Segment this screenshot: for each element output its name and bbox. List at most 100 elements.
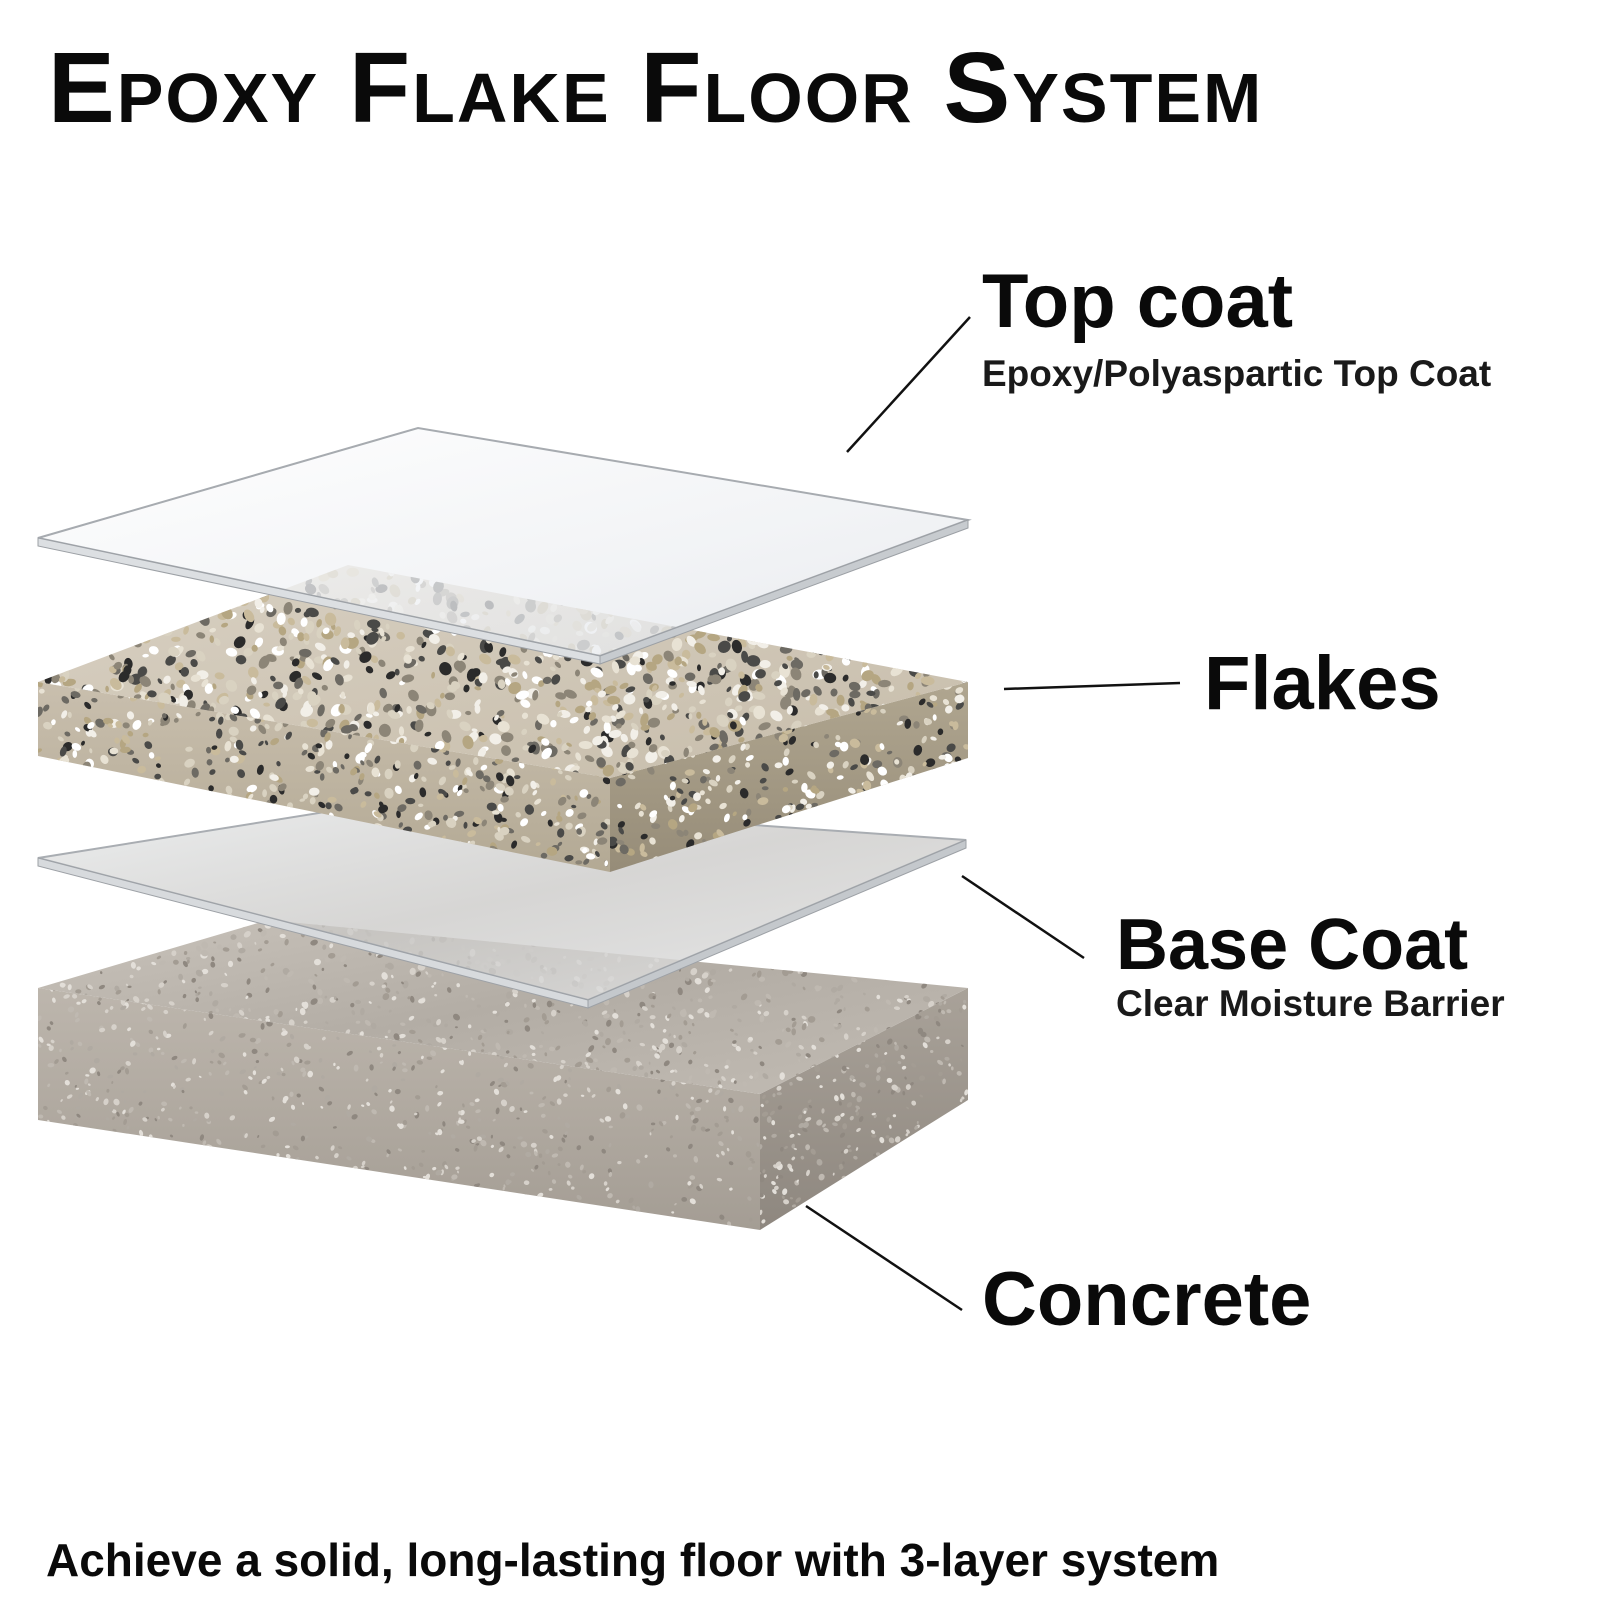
texture-speckle — [161, 1198, 166, 1203]
texture-speckle — [728, 968, 733, 972]
texture-speckle — [938, 1187, 943, 1192]
texture-speckle — [198, 930, 205, 936]
texture-speckle — [689, 725, 696, 734]
texture-speckle — [190, 658, 198, 668]
texture-speckle — [791, 1143, 795, 1149]
texture-speckle — [48, 1045, 54, 1051]
texture-speckle — [832, 1078, 837, 1083]
texture-speckle — [760, 1171, 762, 1175]
texture-speckle — [333, 1216, 338, 1222]
texture-speckle — [215, 1171, 218, 1175]
texture-speckle — [49, 604, 61, 615]
texture-speckle — [718, 1141, 724, 1147]
texture-speckle — [147, 690, 157, 698]
texture-speckle — [414, 812, 423, 821]
texture-speckle — [49, 604, 60, 617]
texture-speckle — [303, 1182, 308, 1188]
texture-speckle — [239, 1172, 245, 1176]
texture-speckle — [837, 984, 844, 992]
texture-speckle — [835, 923, 841, 929]
texture-speckle — [802, 1122, 809, 1128]
texture-speckle — [228, 1008, 232, 1012]
texture-speckle — [802, 813, 810, 819]
texture-speckle — [126, 1125, 130, 1130]
texture-speckle — [323, 659, 334, 672]
texture-speckle — [76, 1001, 81, 1005]
texture-speckle — [935, 935, 942, 944]
texture-speckle — [78, 935, 83, 940]
texture-speckle — [863, 992, 866, 996]
texture-speckle — [957, 833, 963, 838]
texture-speckle — [122, 1109, 126, 1115]
texture-speckle — [221, 622, 229, 628]
texture-speckle — [498, 1084, 502, 1087]
texture-speckle — [604, 860, 609, 867]
texture-speckle — [176, 587, 184, 594]
texture-speckle — [368, 952, 372, 956]
texture-speckle — [448, 765, 456, 770]
texture-speckle — [465, 1125, 471, 1129]
texture-speckle — [126, 588, 138, 601]
texture-speckle — [671, 637, 683, 652]
texture-speckle — [202, 803, 210, 808]
texture-speckle — [333, 995, 337, 1000]
texture-speckle — [704, 1011, 710, 1018]
texture-speckle — [944, 583, 953, 595]
texture-speckle — [411, 1181, 415, 1185]
texture-speckle — [505, 1081, 510, 1086]
texture-speckle — [842, 1223, 846, 1227]
texture-speckle — [96, 565, 107, 573]
texture-speckle — [513, 1066, 519, 1072]
texture-speckle — [379, 1053, 384, 1058]
texture-speckle — [608, 1142, 612, 1148]
texture-speckle — [364, 1019, 371, 1026]
texture-speckle — [714, 1122, 719, 1128]
texture-speckle — [424, 731, 432, 737]
texture-speckle — [790, 667, 802, 681]
texture-speckle — [265, 1015, 270, 1019]
texture-speckle — [235, 739, 244, 751]
texture-speckle — [957, 867, 964, 872]
texture-speckle — [228, 726, 239, 736]
texture-speckle — [71, 807, 79, 815]
texture-speckle — [391, 996, 397, 1001]
texture-speckle — [522, 1054, 527, 1059]
texture-speckle — [560, 1059, 566, 1064]
leader-lines — [805, 316, 1181, 1312]
texture-speckle — [413, 772, 419, 780]
texture-speckle — [683, 747, 689, 758]
texture-speckle — [192, 1166, 198, 1171]
texture-speckle — [215, 1008, 220, 1013]
texture-speckle — [674, 1203, 677, 1206]
texture-speckle — [314, 769, 321, 774]
texture-speckle — [365, 1186, 370, 1190]
texture-speckle — [693, 1050, 697, 1055]
texture-speckle — [91, 940, 98, 945]
texture-speckle — [699, 790, 705, 796]
texture-speckle — [130, 1040, 136, 1047]
texture-speckle — [285, 1154, 291, 1159]
texture-speckle — [275, 697, 286, 709]
texture-speckle — [470, 1037, 473, 1041]
texture-speckle — [838, 1163, 843, 1168]
texture-speckle — [867, 1213, 875, 1220]
texture-speckle — [775, 1161, 782, 1167]
texture-speckle — [98, 984, 106, 990]
texture-speckle — [935, 1190, 942, 1198]
texture-speckle — [760, 1209, 763, 1216]
texture-speckle — [684, 672, 696, 681]
texture-speckle — [925, 758, 936, 768]
texture-speckle — [391, 974, 394, 979]
texture-speckle — [435, 1132, 439, 1136]
texture-speckle — [456, 983, 461, 988]
texture-speckle — [577, 812, 587, 820]
texture-speckle — [444, 1164, 449, 1170]
texture-speckle — [64, 1071, 69, 1075]
texture-speckle — [652, 654, 663, 665]
texture-speckle — [619, 1020, 624, 1028]
texture-speckle — [63, 635, 73, 645]
texture-speckle — [541, 1013, 547, 1021]
texture-speckle — [766, 1116, 772, 1123]
texture-speckle — [96, 566, 105, 575]
texture-speckle — [772, 944, 778, 950]
